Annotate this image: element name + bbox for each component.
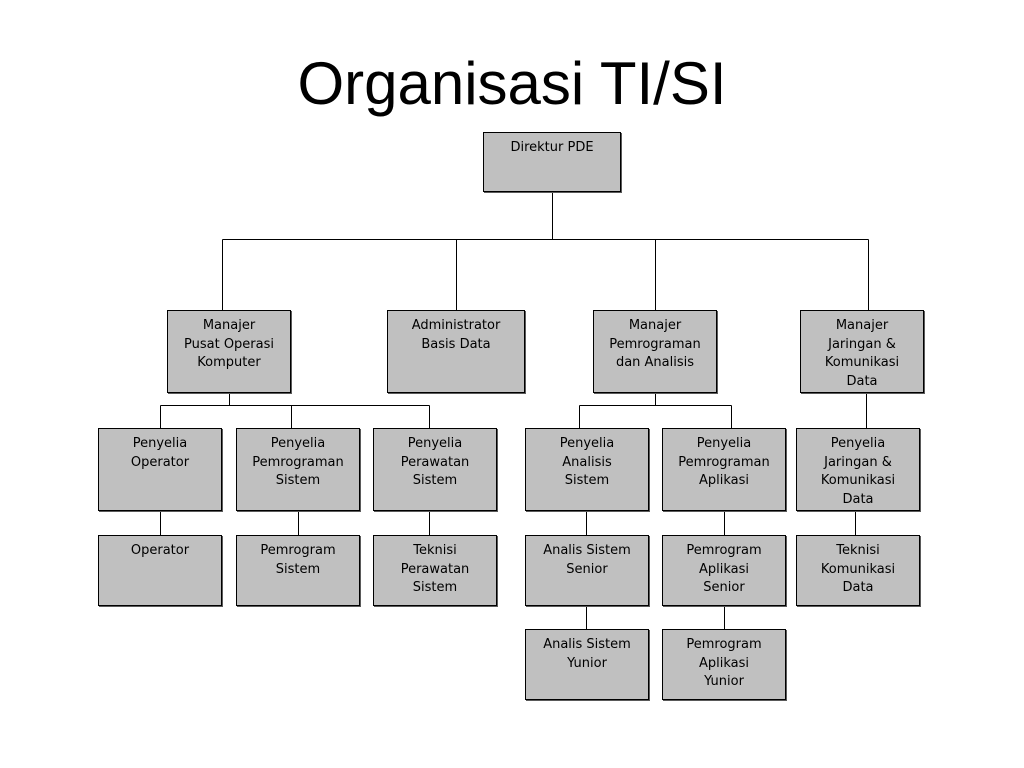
org-box-label: Teknisi Perawatan Sistem	[400, 543, 470, 595]
org-box-teknisi-komunikasi-data: Teknisi Komunikasi Data	[796, 535, 920, 606]
org-box-label: Analis Sistem Yunior	[543, 637, 631, 671]
org-box-manajer-pemrograman: Manajer Pemrograman dan Analisis	[593, 310, 717, 393]
org-box-manajer-pusat-operasi: Manajer Pusat Operasi Komputer	[167, 310, 291, 393]
org-box-analis-sistem-yunior: Analis Sistem Yunior	[525, 629, 649, 700]
org-box-label: Pemrogram Aplikasi Senior	[686, 543, 762, 595]
org-box-analis-sistem-senior: Analis Sistem Senior	[525, 535, 649, 606]
org-box-penyelia-pemrograman-sistem: Penyelia Pemrograman Sistem	[236, 428, 360, 511]
org-box-label: Operator	[130, 543, 190, 558]
org-box-label: Analis Sistem Senior	[543, 543, 631, 577]
org-box-label: Pemrogram Sistem	[260, 543, 336, 577]
org-box-manajer-jaringan: Manajer Jaringan & Komunikasi Data	[800, 310, 924, 393]
org-box-pemrogram-aplikasi-senior: Pemrogram Aplikasi Senior	[662, 535, 786, 606]
org-box-administrator-basis-data: Administrator Basis Data	[387, 310, 525, 393]
org-box-direktur-pde: Direktur PDE	[483, 132, 621, 192]
org-box-penyelia-jaringan: Penyelia Jaringan & Komunikasi Data	[796, 428, 920, 511]
org-box-label: Manajer Pemrograman dan Analisis	[609, 318, 701, 370]
org-box-label: Penyelia Pemrograman Aplikasi	[678, 436, 770, 488]
org-box-pemrogram-aplikasi-yunior: Pemrogram Aplikasi Yunior	[662, 629, 786, 700]
org-box-label: Penyelia Pemrograman Sistem	[252, 436, 344, 488]
org-box-label: Direktur PDE	[510, 140, 594, 155]
org-box-pemrogram-sistem: Pemrogram Sistem	[236, 535, 360, 606]
slide-title: Organisasi TI/SI	[297, 50, 727, 117]
org-box-penyelia-perawatan-sistem: Penyelia Perawatan Sistem	[373, 428, 497, 511]
org-box-label: Manajer Jaringan & Komunikasi Data	[824, 318, 900, 389]
org-box-label: Penyelia Jaringan & Komunikasi Data	[820, 436, 896, 507]
org-box-label: Penyelia Analisis Sistem	[559, 436, 615, 488]
org-box-label: Teknisi Komunikasi Data	[820, 543, 896, 595]
org-box-operator: Operator	[98, 535, 222, 606]
org-box-label: Penyelia Operator	[130, 436, 190, 470]
org-box-penyelia-operator: Penyelia Operator	[98, 428, 222, 511]
org-box-label: Pemrogram Aplikasi Yunior	[686, 637, 762, 689]
org-box-label: Penyelia Perawatan Sistem	[400, 436, 470, 488]
org-box-penyelia-analisis-sistem: Penyelia Analisis Sistem	[525, 428, 649, 511]
org-box-teknisi-perawatan-sistem: Teknisi Perawatan Sistem	[373, 535, 497, 606]
org-box-label: Manajer Pusat Operasi Komputer	[184, 318, 274, 370]
org-box-label: Administrator Basis Data	[411, 318, 501, 352]
org-box-penyelia-pemrograman-aplikasi: Penyelia Pemrograman Aplikasi	[662, 428, 786, 511]
